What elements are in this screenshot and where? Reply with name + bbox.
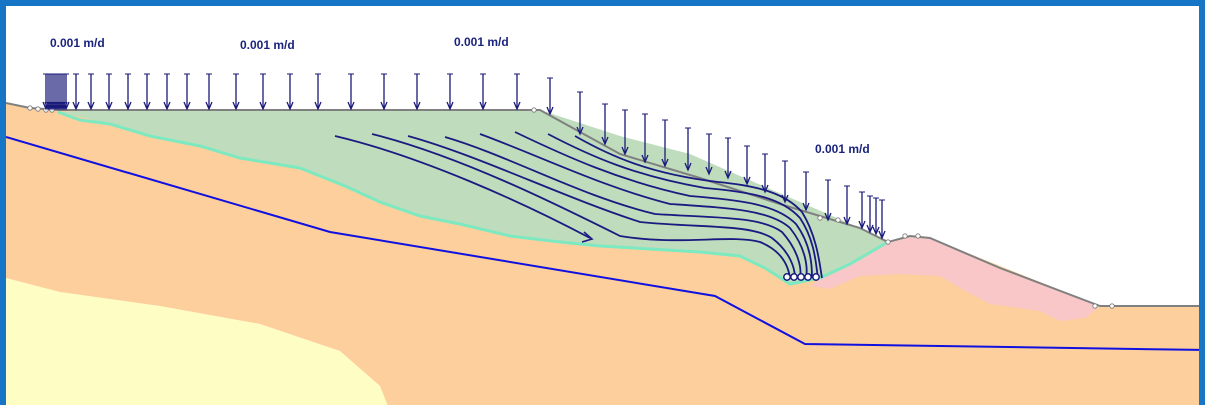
down-arrow-icon (87, 73, 95, 111)
down-arrow-icon (105, 73, 113, 111)
seepage-exit-circle-icon (804, 273, 812, 281)
down-arrow-icon (413, 73, 421, 111)
flow-line (444, 136, 802, 279)
down-arrow-icon (205, 73, 213, 111)
down-arrow-icon (72, 73, 80, 111)
seepage-exit-circle-icon (783, 273, 791, 281)
infiltration-load-arrows (42, 73, 886, 240)
down-arrow-icon (724, 137, 732, 180)
down-arrow-icon (843, 185, 851, 226)
down-arrow-icon (743, 145, 751, 186)
down-arrow-icon (802, 171, 810, 212)
surface-vertex (1092, 303, 1098, 309)
seepage-cross-section: 0.001 m/d 0.001 m/d 0.001 m/d 0.001 m/d (6, 35, 1199, 405)
down-arrow-icon (163, 73, 171, 111)
surface-vertex (27, 105, 33, 111)
flow-line (334, 135, 591, 239)
down-arrow-icon (705, 133, 713, 176)
surface-vertex (902, 233, 908, 239)
down-arrow-icon (546, 77, 554, 116)
flow-line (479, 133, 808, 279)
down-arrow-icon (866, 195, 874, 234)
down-arrow-icon (183, 73, 191, 111)
down-arrow-icon (684, 127, 692, 172)
surface-vertex (35, 106, 41, 112)
down-arrow-icon (479, 73, 487, 111)
water-table-line (6, 136, 1199, 351)
surface-vertex (835, 217, 841, 223)
down-arrow-icon (878, 199, 886, 240)
seepage-exit-circle-icon (812, 273, 820, 281)
surface-vertex (915, 233, 921, 239)
down-arrow-icon (232, 73, 240, 111)
flow-direction-arrow (581, 231, 594, 243)
seepage-exit-circle-icon (790, 273, 798, 281)
seepage-exit-markers (783, 273, 820, 281)
down-arrow-icon (761, 153, 769, 194)
bedrock-region (6, 278, 388, 405)
down-arrow-icon (446, 73, 454, 111)
down-arrow-icon (872, 197, 880, 236)
embankment-region (810, 236, 1100, 321)
flow-line (407, 135, 796, 279)
down-arrow-icon (380, 73, 388, 111)
surface-vertex (817, 215, 823, 221)
flow-line (547, 133, 819, 279)
flow-lines (334, 131, 823, 279)
load-label-1: 0.001 m/d (50, 36, 105, 50)
down-arrow-icon (259, 73, 267, 111)
surface-vertices (27, 105, 1115, 309)
load-label-4: 0.001 m/d (815, 142, 870, 156)
waste-base-line (57, 110, 889, 286)
down-arrow-icon (601, 103, 609, 146)
down-arrow-icon (314, 73, 322, 111)
flow-line (514, 131, 813, 279)
down-arrow-icon (641, 113, 649, 164)
down-arrow-icon (143, 73, 151, 111)
down-arrow-icon (661, 119, 669, 168)
flow-line (574, 135, 823, 279)
seepage-exit-circle-icon (797, 273, 805, 281)
surface-vertex (885, 239, 891, 245)
soil-region (6, 103, 1199, 405)
flow-line (371, 133, 791, 279)
down-arrow-icon (621, 109, 629, 156)
down-arrow-icon (576, 91, 584, 136)
surface-vertex (1109, 303, 1115, 309)
down-arrow-icon (824, 179, 832, 222)
down-arrow-icon (781, 160, 789, 204)
down-arrow-icon (286, 73, 294, 111)
down-arrow-icon (124, 73, 132, 111)
down-arrow-icon (858, 191, 866, 230)
surface-vertex (531, 107, 537, 113)
load-label-2: 0.001 m/d (240, 38, 295, 52)
down-arrow-icon (513, 73, 521, 111)
down-arrow-icon (62, 73, 70, 111)
load-label-3: 0.001 m/d (454, 35, 509, 49)
down-arrow-icon (347, 73, 355, 111)
